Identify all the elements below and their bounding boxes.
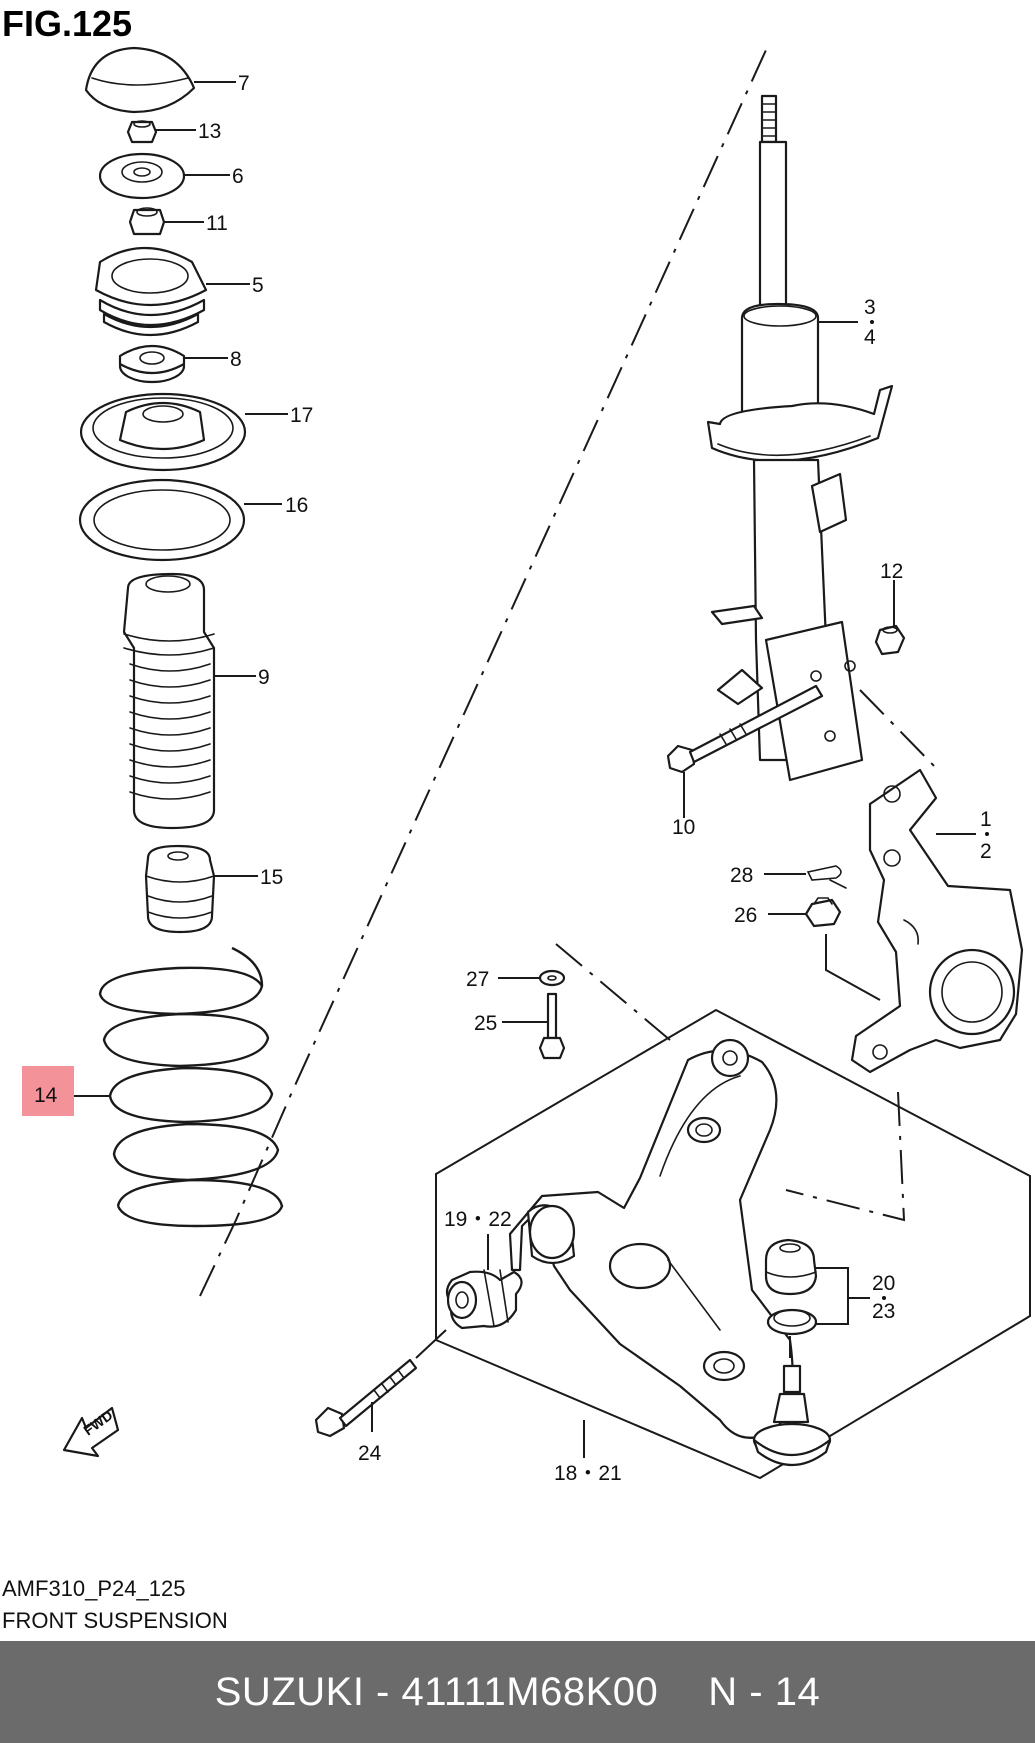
footer-ref-text: N - 14 xyxy=(708,1669,821,1714)
part-27-washer xyxy=(538,969,566,987)
part-7-cap xyxy=(84,46,196,114)
callout-2: 2 xyxy=(980,840,992,863)
callout-10: 10 xyxy=(672,816,695,839)
fwd-arrow-icon: FWD xyxy=(62,1407,120,1458)
callout-23: 23 xyxy=(872,1300,895,1323)
callout-18-21: 18・21 xyxy=(554,1462,622,1485)
callout-5: 5 xyxy=(252,274,264,297)
callout-1: 1 xyxy=(980,808,992,831)
part-20-boot xyxy=(764,1238,818,1296)
callout-11: 11 xyxy=(206,212,228,235)
figure-title: FIG.125 xyxy=(2,3,132,44)
callout-7: 7 xyxy=(238,72,250,95)
leader-20-23 xyxy=(816,1267,849,1325)
part-12-nut xyxy=(874,624,906,656)
callout-28: 28 xyxy=(730,864,753,887)
callout-24: 24 xyxy=(358,1442,382,1465)
part-number-footer: SUZUKI - 41111M68K00 N - 14 xyxy=(0,1641,1035,1743)
callout-6: 6 xyxy=(232,165,244,188)
part-23-clip xyxy=(766,1308,818,1336)
part-8-bearing xyxy=(118,345,186,384)
callout-13: 13 xyxy=(198,120,221,143)
part-6-washer xyxy=(98,152,186,200)
assembly-line-bracket xyxy=(859,689,939,771)
part-14-coil-spring xyxy=(98,946,284,1228)
part-9-dust-boot xyxy=(122,572,216,830)
callout-17: 17 xyxy=(290,404,313,427)
callout-4: 4 xyxy=(864,326,876,349)
leader-24-to-bushing xyxy=(415,1329,447,1359)
part-19-22-bushing xyxy=(445,1269,523,1330)
callout-16: 16 xyxy=(285,494,308,517)
part-13-nut xyxy=(126,120,158,144)
callout-14: 14 xyxy=(34,1084,58,1107)
part-18-21-lower-arm xyxy=(508,1038,794,1439)
callout-19-22: 19・22 xyxy=(444,1208,512,1231)
part-1-2-knuckle xyxy=(850,768,1024,1074)
callout-12: 12 xyxy=(880,560,903,583)
part-17-spring-seat xyxy=(79,392,247,472)
part-5-strut-mount xyxy=(94,247,208,336)
callout-25: 25 xyxy=(474,1012,497,1035)
assembly-line-nut26 xyxy=(825,934,881,1001)
callout-20: 20 xyxy=(872,1272,895,1295)
figure-name: FRONT SUSPENSION xyxy=(2,1608,228,1633)
assembly-line-bolt25 xyxy=(555,943,671,1041)
callout-27: 27 xyxy=(466,968,489,991)
part-16-rubber-seat xyxy=(78,478,246,562)
part-24-bolt xyxy=(314,1358,418,1438)
callout-9: 9 xyxy=(258,666,270,689)
part-28-cotter-pin xyxy=(806,865,847,889)
callout-3: 3 xyxy=(864,296,876,319)
callout-26: 26 xyxy=(734,904,757,927)
part-25-bolt xyxy=(538,992,566,1060)
callout-8: 8 xyxy=(230,348,242,371)
part-15-bump-stopper xyxy=(144,844,216,934)
callout-15: 15 xyxy=(260,866,283,889)
figure-code: AMF310_P24_125 xyxy=(2,1576,185,1601)
ball-joint-stud xyxy=(752,1336,832,1466)
callout-14-highlight xyxy=(22,1066,74,1116)
part-11-nut xyxy=(128,207,166,236)
part-10-bolt xyxy=(666,684,824,774)
footer-part-text: SUZUKI - 41111M68K00 xyxy=(214,1669,659,1714)
part-3-4-strut xyxy=(706,94,894,782)
assembly-line-balljoint xyxy=(785,1091,906,1222)
part-26-castle-nut xyxy=(804,897,842,928)
